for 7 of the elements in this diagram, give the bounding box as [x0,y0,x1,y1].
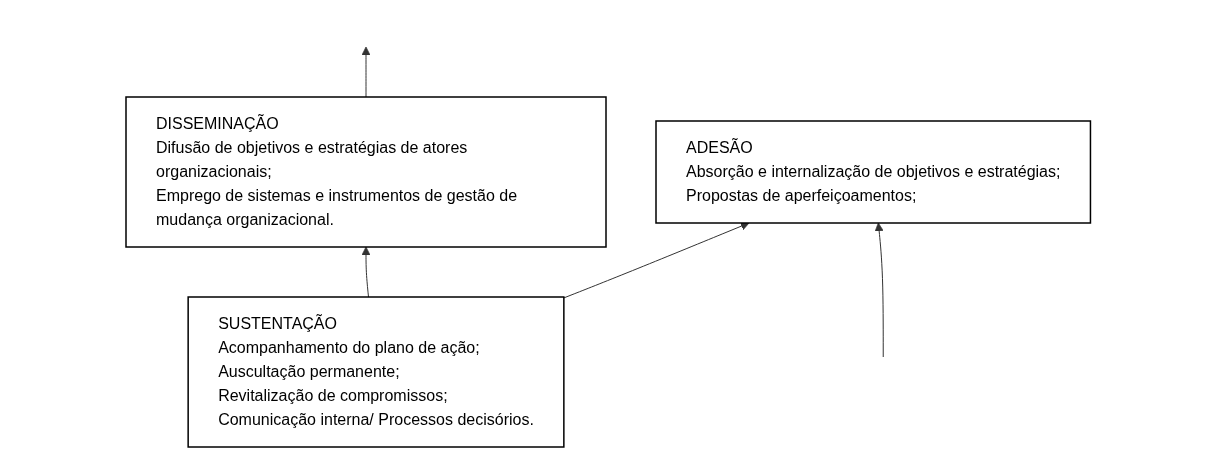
arrow [361,246,371,297]
arrow [563,221,750,298]
arrow [874,222,884,357]
arrow [361,46,371,97]
node-box: DISSEMINAÇÃO Difusão de objetivos e estratégias de atores organizacionais; Emprego de sistemas e instrumentos de gestão de mudança organizacional. [125,95,607,248]
node-box: ADESÃO Absorção e internalização de objetivos e estratégias; Propostas de aperfeiçoamentos; [655,119,1091,224]
node-box: SUSTENTAÇÃO Acompanhamento do plano de ação; Auscultação permanente; Revitalização de compromissos; Comunicação interna/ Processos decisórios. [187,295,565,448]
